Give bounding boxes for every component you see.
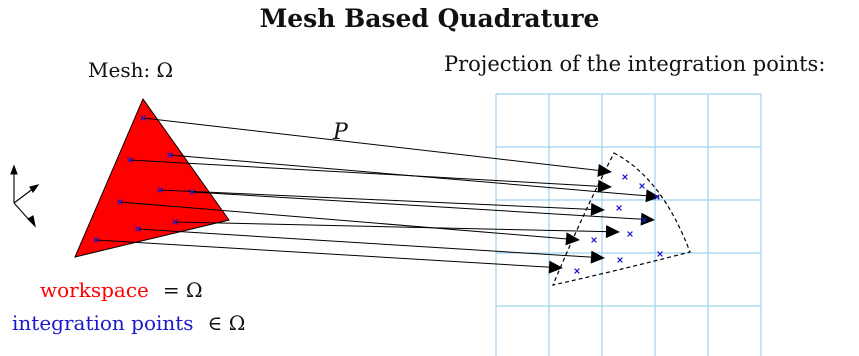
arrowhead-icon: [605, 225, 620, 239]
point-marker-icon: [167, 152, 173, 158]
projection-arrow: [119, 201, 567, 240]
projection-arrow: [191, 191, 642, 220]
point-marker-icon: [654, 194, 660, 200]
point-marker-icon: [189, 189, 195, 195]
mesh-triangle: [74, 97, 230, 258]
point-marker-icon: [135, 226, 141, 232]
projection-arrow: [129, 159, 599, 187]
legend-workspace: workspace = Ω: [40, 278, 203, 302]
map-label: P: [333, 120, 348, 145]
arrowhead-icon: [640, 212, 655, 226]
arrowhead-icon: [590, 202, 605, 216]
arrowhead-icon: [645, 189, 660, 203]
arrowhead-icon: [565, 232, 580, 246]
mesh-label: Mesh: Ω: [88, 58, 174, 82]
projection-arrows: [95, 117, 660, 274]
legend-workspace-relation: = Ω: [162, 278, 203, 302]
axes-icon: [10, 164, 40, 228]
arrowhead-icon: [548, 260, 563, 274]
point-marker-icon: [617, 257, 623, 263]
projection-arrow: [137, 228, 592, 258]
projection-arrow: [142, 117, 599, 171]
point-marker-icon: [627, 231, 633, 237]
point-marker-icon: [140, 115, 146, 121]
projection-arrow: [174, 221, 607, 233]
projected-element: [552, 152, 691, 286]
point-marker-icon: [657, 251, 663, 257]
point-marker-icon: [641, 217, 647, 223]
point-marker-icon: [639, 183, 645, 189]
legend-integration-points: integration points ∈ Ω: [12, 311, 245, 335]
legend-points-label: integration points: [12, 311, 194, 335]
arrowhead-icon: [597, 163, 612, 177]
projection-arrow: [159, 189, 592, 210]
legend-workspace-label: workspace: [40, 278, 149, 302]
projection-grid: [495, 93, 762, 356]
projection-arrow: [95, 239, 550, 268]
point-marker-icon: [117, 199, 123, 205]
projection-arrow: [169, 154, 647, 197]
point-marker-icon: [622, 174, 628, 180]
point-marker-icon: [127, 157, 133, 163]
point-marker-icon: [574, 268, 580, 274]
point-marker-icon: [616, 205, 622, 211]
point-marker-icon: [157, 187, 163, 193]
arrowhead-icon: [597, 179, 612, 193]
point-marker-icon: [172, 219, 178, 225]
legend-points-relation: ∈ Ω: [207, 311, 246, 335]
point-marker-icon: [93, 237, 99, 243]
projection-label: Projection of the integration points:: [444, 52, 826, 76]
projected-integration-points: [574, 174, 663, 274]
arrowhead-icon: [590, 250, 605, 264]
mesh-integration-points: [93, 115, 195, 243]
diagram-title: Mesh Based Quadrature: [259, 4, 600, 33]
point-marker-icon: [591, 237, 597, 243]
